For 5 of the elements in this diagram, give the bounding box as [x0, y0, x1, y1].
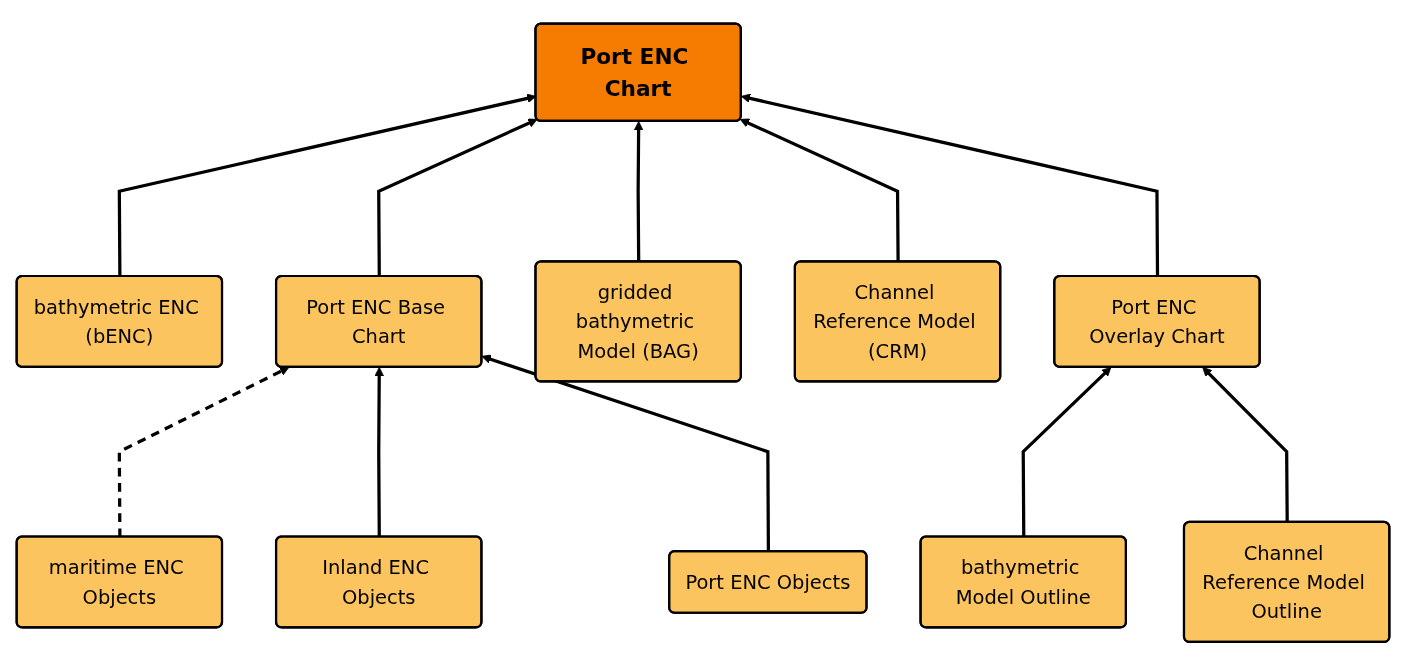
- arrow: [633, 120, 644, 262]
- arrow: [374, 366, 384, 537]
- arrow: [117, 366, 290, 537]
- arrow: [739, 118, 900, 262]
- arrow: [1021, 366, 1112, 537]
